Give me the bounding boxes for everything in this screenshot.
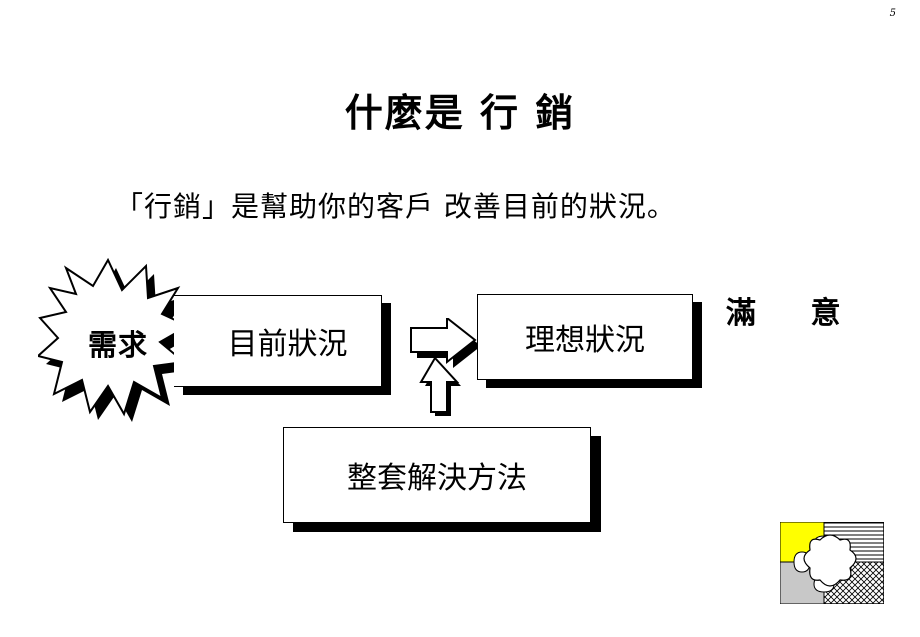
arrows-icon [410,318,481,416]
definition-text: 「行銷」是幫助你的客戶 改善目前的狀況。 [115,190,676,223]
solution-label: 整套解決方法 [347,461,527,496]
satisfied-label: 滿 意 [726,296,863,331]
need-label: 需求 [88,328,149,362]
current-state-label: 目前狀況 [227,327,348,362]
current-state-box: 目前狀況 [174,295,382,387]
ideal-state-box: 理想狀況 [477,294,693,380]
puzzle-logo-icon [780,522,884,604]
solution-box: 整套解決方法 [283,427,591,523]
need-starburst-icon [38,258,196,422]
ideal-state-label: 理想狀況 [525,323,645,358]
page-number: 5 [889,8,896,19]
slide-title: 什麼是 行 銷 [344,91,576,135]
